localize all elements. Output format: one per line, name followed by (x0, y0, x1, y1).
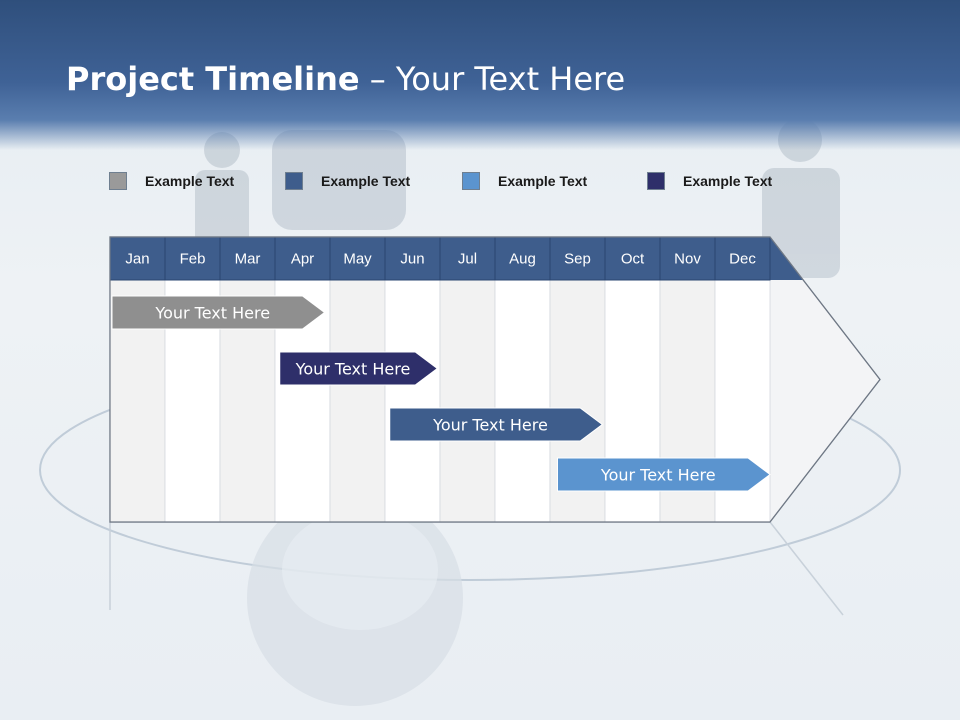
legend-swatch-4 (647, 172, 665, 190)
legend-label-2: Example Text (321, 173, 411, 189)
month-label-oct: Oct (621, 251, 645, 268)
month-label-feb: Feb (180, 251, 206, 268)
legend-item-1: Example Text (109, 170, 234, 192)
title-bold: Project Timeline (66, 60, 360, 98)
legend-swatch-3 (462, 172, 480, 190)
month-label-aug: Aug (509, 251, 536, 268)
legend-label-4: Example Text (683, 173, 773, 189)
month-header-row (110, 237, 804, 280)
legend-label-1: Example Text (145, 173, 235, 189)
month-label-nov: Nov (674, 251, 701, 268)
month-label-apr: Apr (291, 251, 314, 268)
figure-silhouette-center (272, 130, 406, 230)
title-banner (0, 0, 960, 150)
figure-silhouette-right (762, 168, 840, 278)
legend-swatch-2 (285, 172, 303, 190)
title-rest: – Your Text Here (359, 60, 626, 98)
task-label-4: Your Text Here (600, 466, 716, 485)
task-arrow-3 (389, 407, 604, 442)
legend-item-4: Example Text (647, 170, 772, 192)
month-column-jun (384, 279, 441, 523)
legend-swatch-1 (109, 172, 127, 190)
task-label-1: Your Text Here (154, 304, 270, 323)
month-column-may (329, 279, 386, 523)
task-arrow-4 (557, 457, 771, 492)
task-label-2: Your Text Here (295, 360, 411, 379)
month-label-jul: Jul (458, 251, 477, 268)
month-label-sep: Sep (564, 251, 591, 268)
month-label-jun: Jun (400, 251, 424, 268)
month-label-dec: Dec (729, 251, 756, 268)
legend-item-2: Example Text (285, 170, 410, 192)
legend-item-3: Example Text (462, 170, 587, 192)
month-label-mar: Mar (235, 251, 261, 268)
month-label-jan: Jan (125, 251, 149, 268)
timeline-arrow-outline (109, 236, 881, 523)
month-column-jul (439, 279, 496, 523)
figure-silhouette-left (195, 170, 249, 250)
task-arrow-2 (279, 351, 439, 386)
legend-label-3: Example Text (498, 173, 588, 189)
task-arrow-1 (111, 295, 326, 330)
month-label-may: May (343, 251, 372, 268)
task-label-3: Your Text Here (432, 416, 548, 435)
month-column-aug (494, 279, 551, 523)
page-title: Project Timeline – Your Text Here (66, 60, 625, 98)
